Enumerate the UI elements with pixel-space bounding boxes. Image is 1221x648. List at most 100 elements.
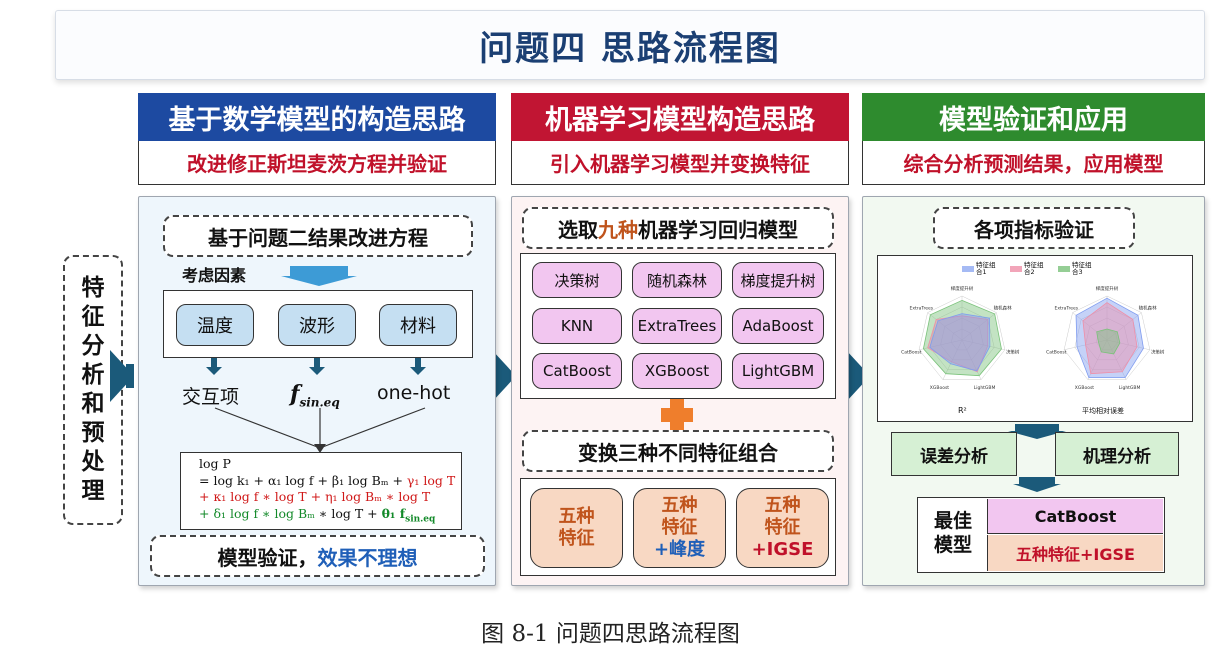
model-verify-box: 模型验证，效果不理想: [150, 535, 485, 577]
arrow-right-icon: [110, 350, 134, 402]
title-banner: 问题四 思路流程图: [55, 10, 1205, 80]
radar-grid: [918, 295, 1006, 380]
combo-title-box: 变换三种不同特征组合: [522, 430, 834, 472]
radar-axis-label: 梯度提升树: [1096, 285, 1119, 292]
arrow-down-icon: [211, 358, 217, 368]
radar2-caption: 平均相对误差: [1082, 407, 1124, 415]
radar-series: [1075, 297, 1144, 379]
radar-frame: [877, 255, 1193, 422]
factor-material: 材料: [379, 304, 457, 346]
figure-caption: 图 8-1 问题四思路流程图: [481, 621, 740, 647]
arrow-down-icon: [415, 358, 421, 368]
radar-grid: [1085, 317, 1129, 361]
side-char: 处: [81, 449, 105, 475]
side-char: 析: [81, 362, 105, 388]
arrow-down-icon: [1015, 424, 1059, 432]
radar-axis-label: 梯度提升树: [951, 285, 974, 292]
radar-axis: [919, 339, 963, 351]
col1-subheader: 改进修正斯坦麦茨方程并验证: [138, 141, 496, 185]
best-model-features: 五种特征+IGSE: [987, 535, 1163, 571]
radar-grid: [1096, 328, 1118, 351]
radar-series: [1082, 302, 1138, 375]
radar-grid: [940, 317, 984, 361]
col3-box-title: 各项指标验证: [933, 207, 1135, 249]
legend-label: 特征组合3: [1072, 261, 1092, 276]
side-char: 征: [81, 304, 105, 330]
radar-axis: [927, 312, 963, 341]
radar-axis-label: LightGBM: [974, 385, 996, 391]
arrow-down-icon: [309, 367, 325, 375]
radar1-caption: R²: [958, 406, 967, 415]
radar-chart-mre: 梯度提升树随机森林决策树LightGBMXGBoostCatBoostExtra…: [1046, 285, 1165, 391]
radar-grid: [951, 328, 973, 351]
radar-axis-label: XGBoost: [930, 385, 950, 391]
radar-legend: 特征组合1 特征组合2 特征组合3: [962, 262, 1112, 282]
arrow-down-icon: [314, 358, 320, 368]
radar-grid: [1063, 295, 1151, 380]
radar-axis-label: ExtraTrees: [910, 306, 934, 312]
legend-swatch: [962, 266, 974, 272]
legend-label: 特征组合1: [976, 261, 996, 276]
best-model-label: 最佳模型: [933, 510, 972, 556]
col3-subheader: 综合分析预测结果，应用模型: [862, 141, 1205, 185]
arrow-down-icon: [290, 266, 348, 276]
radar-axis-label: 随机森林: [994, 305, 1012, 312]
radar-axis: [961, 339, 1005, 351]
equation-box: log P = log k₁ + α₁ log f + β₁ log Bₘ + …: [180, 452, 462, 530]
arrow-down-icon: [1019, 477, 1055, 484]
equation-line: + δ₁ log f ∗ log Bₘ ∗ log T + θ₁ fsin.eq: [199, 505, 436, 525]
arrow-down-icon: [1013, 484, 1061, 492]
equation-line: = log k₁ + α₁ log f + β₁ log Bₘ + γ₁ log…: [199, 472, 456, 488]
model-extratrees: ExtraTrees: [632, 308, 722, 344]
radar-axis: [942, 339, 963, 380]
radar-series: [927, 315, 989, 373]
model-decision-tree: 决策树: [532, 262, 622, 298]
factor-temperature: 温度: [176, 304, 254, 346]
radar-series: [1096, 328, 1121, 355]
col1-header: 基于数学模型的构造思路: [138, 93, 496, 141]
radar-axis-label: XGBoost: [1075, 385, 1095, 391]
mechanism-analysis-box: 机理分析: [1055, 432, 1179, 476]
radar-axis-label: 决策树: [1006, 349, 1020, 356]
factor-label: 考虑因素: [182, 266, 247, 285]
model-adaboost: AdaBoost: [732, 308, 824, 344]
radar-axis-label: ExtraTrees: [1055, 306, 1079, 312]
feature-fsin: fsin.eq: [290, 381, 340, 410]
radar-axis: [1106, 339, 1150, 351]
radar-axis: [961, 312, 997, 341]
converge-arrows: [214, 407, 426, 453]
radar-axis: [961, 339, 982, 380]
combo-3: 五种特征+IGSE: [736, 488, 829, 568]
radar-axis-label: 随机森林: [1139, 305, 1157, 312]
radar-axis-label: LightGBM: [1119, 385, 1141, 391]
legend-label: 特征组合2: [1024, 261, 1044, 276]
model-knn: KNN: [532, 308, 622, 344]
col2-box-title: 选取九种机器学习回归模型: [522, 207, 834, 249]
factor-waveform: 波形: [278, 304, 356, 346]
model-catboost: CatBoost: [532, 353, 622, 389]
legend-swatch: [1058, 266, 1070, 272]
col3-header: 模型验证和应用: [862, 93, 1205, 141]
combo-2: 五种特征+峰度: [633, 488, 726, 568]
plus-icon: [661, 408, 693, 422]
radar-axis: [1106, 339, 1127, 380]
page-title: 问题四 思路流程图: [479, 28, 781, 69]
side-char: 预: [81, 420, 105, 446]
legend-swatch: [1010, 266, 1022, 272]
radar-axis: [1106, 312, 1142, 341]
arrow-down-icon: [281, 276, 357, 286]
side-char: 理: [81, 478, 105, 504]
arrow-down-icon: [206, 367, 222, 375]
side-char: 分: [81, 333, 105, 359]
feature-onehot: one-hot: [377, 382, 451, 404]
arrow-down-icon: [410, 367, 426, 375]
model-gbdt: 梯度提升树: [732, 262, 824, 298]
equation-line: + κ₁ log f ∗ log T + η₁ log Bₘ ∗ log T: [199, 489, 431, 504]
model-random-forest: 随机森林: [632, 262, 722, 298]
equation-line: log P: [199, 456, 231, 471]
radar-axis-label: CatBoost: [901, 350, 922, 356]
best-model-name: CatBoost: [987, 499, 1163, 534]
radar-axis-label: 决策树: [1151, 349, 1165, 356]
radar-axis: [1072, 312, 1108, 341]
